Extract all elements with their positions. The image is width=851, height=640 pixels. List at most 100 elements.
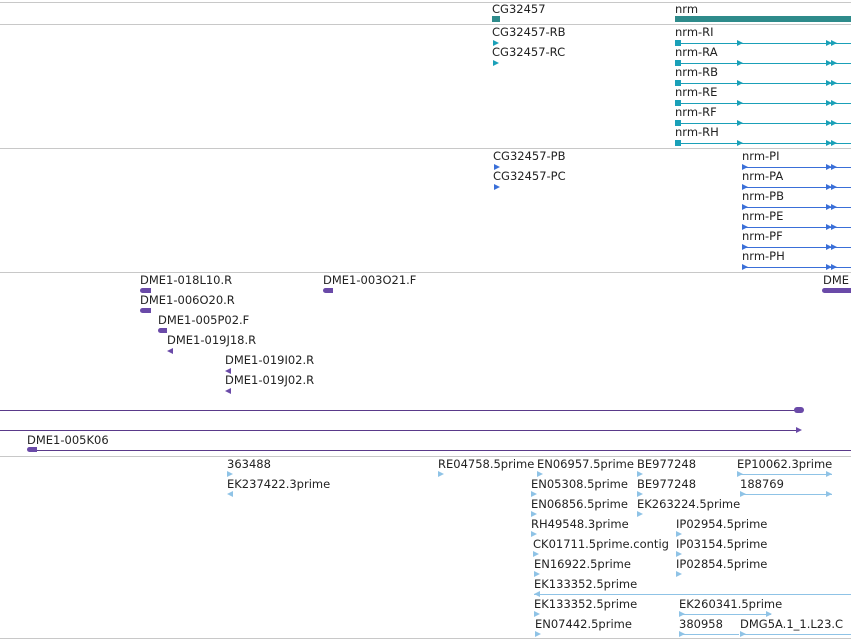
clone-glyph[interactable] bbox=[140, 308, 151, 313]
transcript-arrow[interactable] bbox=[737, 140, 743, 146]
clone-glyph[interactable] bbox=[27, 447, 37, 452]
protein-label[interactable]: nrm-PB bbox=[742, 189, 784, 203]
clone-label[interactable]: DME1-005P02.F bbox=[158, 313, 250, 327]
est-label[interactable]: IP03154.5prime bbox=[676, 537, 768, 551]
transcript-line[interactable] bbox=[675, 143, 851, 144]
est-arrow[interactable] bbox=[535, 631, 541, 637]
transcript-exon[interactable] bbox=[675, 120, 681, 126]
protein-arrow[interactable] bbox=[831, 224, 837, 230]
clone-label[interactable]: DME1-019J18.R bbox=[167, 333, 257, 347]
est-label[interactable]: RE04758.5prime bbox=[438, 457, 535, 471]
est-label[interactable]: EP10062.3prime bbox=[737, 457, 833, 471]
clone-label[interactable]: DME1-019I02.R bbox=[225, 353, 315, 367]
transcript-arrow[interactable] bbox=[826, 140, 832, 146]
clone-glyph[interactable] bbox=[158, 328, 167, 333]
transcript-arrow[interactable] bbox=[826, 40, 832, 46]
clone-glyph[interactable] bbox=[167, 348, 173, 354]
protein-arrow[interactable] bbox=[494, 184, 500, 190]
est-label[interactable]: EN05308.5prime bbox=[531, 477, 628, 491]
protein-arrow[interactable] bbox=[826, 264, 832, 270]
protein-arrow[interactable] bbox=[831, 164, 837, 170]
transcript-exon[interactable] bbox=[675, 40, 681, 46]
transcript-arrow[interactable] bbox=[737, 120, 743, 126]
est-label[interactable]: EK237422.3prime bbox=[227, 477, 331, 491]
transcript-exon[interactable] bbox=[675, 140, 681, 146]
clone-label[interactable]: DME bbox=[823, 273, 850, 287]
transcript-arrow[interactable] bbox=[737, 100, 743, 106]
clone-glyph[interactable] bbox=[323, 288, 333, 293]
est-arrow[interactable] bbox=[826, 471, 832, 477]
est-label[interactable]: IP02854.5prime bbox=[676, 557, 768, 571]
transcript-label[interactable]: nrm-RE bbox=[675, 85, 718, 99]
est-label[interactable]: EN06957.5prime bbox=[537, 457, 634, 471]
protein-arrow[interactable] bbox=[831, 184, 837, 190]
protein-label[interactable]: CG32457-PC bbox=[493, 169, 566, 183]
est-arrow[interactable] bbox=[227, 471, 233, 477]
est-label[interactable]: DMG5A.1_1.L23.C bbox=[740, 617, 844, 631]
est-span[interactable] bbox=[534, 594, 851, 595]
transcript-arrow[interactable] bbox=[831, 120, 837, 126]
est-arrow[interactable] bbox=[533, 551, 539, 557]
protein-line[interactable] bbox=[742, 247, 851, 248]
protein-arrow[interactable] bbox=[742, 264, 748, 270]
est-arrow[interactable] bbox=[531, 531, 537, 537]
transcript-arrow[interactable] bbox=[826, 80, 832, 86]
transcript-line[interactable] bbox=[675, 103, 851, 104]
est-label[interactable]: 380958 bbox=[679, 617, 723, 631]
protein-arrow[interactable] bbox=[742, 204, 748, 210]
est-label[interactable]: 363488 bbox=[227, 457, 271, 471]
est-span[interactable] bbox=[740, 494, 832, 495]
transcript-arrow[interactable] bbox=[493, 60, 499, 66]
transcript-arrow[interactable] bbox=[826, 60, 832, 66]
protein-label[interactable]: nrm-PE bbox=[742, 209, 784, 223]
est-arrow[interactable] bbox=[227, 491, 233, 497]
est-label[interactable]: CK01711.5prime.contig bbox=[533, 537, 669, 551]
protein-arrow[interactable] bbox=[742, 184, 748, 190]
protein-line[interactable] bbox=[742, 227, 851, 228]
est-label[interactable]: BE977248 bbox=[637, 457, 697, 471]
est-label[interactable]: RH49548.3prime bbox=[531, 517, 629, 531]
protein-line[interactable] bbox=[742, 167, 851, 168]
est-label[interactable]: EK133352.5prime bbox=[534, 577, 638, 591]
est-arrow[interactable] bbox=[766, 611, 772, 617]
protein-arrow[interactable] bbox=[831, 204, 837, 210]
est-span[interactable] bbox=[740, 634, 851, 635]
protein-label[interactable]: nrm-PA bbox=[742, 169, 784, 183]
transcript-exon[interactable] bbox=[675, 80, 681, 86]
transcript-arrow[interactable] bbox=[826, 120, 832, 126]
est-label[interactable]: IP02954.5prime bbox=[676, 517, 768, 531]
est-arrow[interactable] bbox=[438, 471, 444, 477]
est-label[interactable]: EN06856.5prime bbox=[531, 497, 628, 511]
protein-line[interactable] bbox=[742, 187, 851, 188]
clone-span-end[interactable] bbox=[796, 427, 802, 433]
clone-label[interactable]: DME1-005K06 bbox=[27, 433, 109, 447]
transcript-arrow[interactable] bbox=[831, 80, 837, 86]
protein-arrow[interactable] bbox=[826, 204, 832, 210]
transcript-arrow[interactable] bbox=[831, 140, 837, 146]
transcript-arrow[interactable] bbox=[737, 40, 743, 46]
transcript-line[interactable] bbox=[675, 43, 851, 44]
transcript-arrow[interactable] bbox=[493, 40, 499, 46]
clone-glyph[interactable] bbox=[140, 288, 151, 293]
protein-arrow[interactable] bbox=[826, 184, 832, 190]
clone-label[interactable]: DME1-006O20.R bbox=[140, 293, 235, 307]
clone-label[interactable]: DME1-018L10.R bbox=[140, 273, 233, 287]
protein-arrow[interactable] bbox=[826, 164, 832, 170]
protein-arrow[interactable] bbox=[742, 224, 748, 230]
protein-arrow[interactable] bbox=[494, 164, 500, 170]
protein-arrow[interactable] bbox=[831, 264, 837, 270]
transcript-arrow[interactable] bbox=[737, 60, 743, 66]
est-arrow[interactable] bbox=[637, 511, 643, 517]
protein-line[interactable] bbox=[742, 207, 851, 208]
est-label[interactable]: 188769 bbox=[740, 477, 784, 491]
est-arrow[interactable] bbox=[637, 471, 643, 477]
est-arrow[interactable] bbox=[531, 511, 537, 517]
est-arrow[interactable] bbox=[537, 471, 543, 477]
transcript-arrow[interactable] bbox=[826, 100, 832, 106]
gene-glyph-cg32457[interactable] bbox=[492, 16, 500, 22]
protein-arrow[interactable] bbox=[826, 244, 832, 250]
est-arrow[interactable] bbox=[534, 571, 540, 577]
transcript-arrow[interactable] bbox=[831, 40, 837, 46]
protein-label[interactable]: CG32457-PB bbox=[493, 149, 566, 163]
est-label[interactable]: BE977248 bbox=[637, 477, 697, 491]
